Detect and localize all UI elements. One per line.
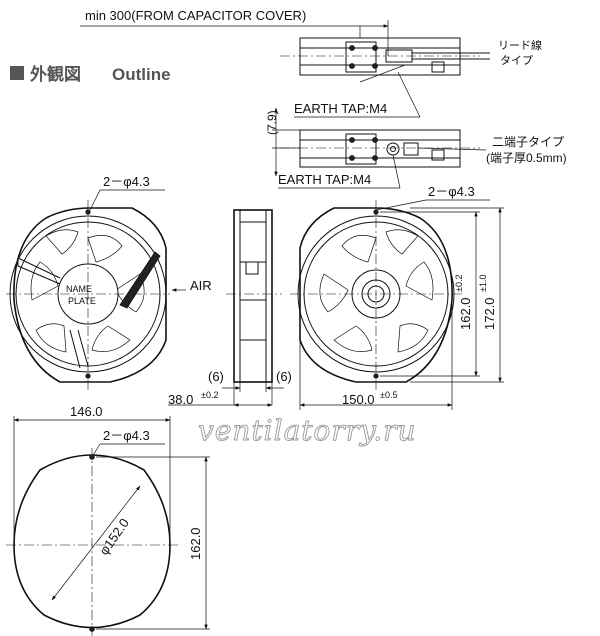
name-plate-1: NAME (66, 284, 92, 294)
cutout-view: 146.0 2－φ4.3 φ152.0 162.0 (6, 404, 210, 636)
gap-left-dim: (6) (208, 369, 224, 384)
front-view: 2－φ4.3 NAME PLATE AIR (6, 174, 212, 392)
lead-wire-label: リード線 (498, 38, 542, 52)
header-title-en: Outline (112, 65, 171, 84)
earth-tap-label-2: EARTH TAP:M4 (278, 172, 371, 187)
cutout-hole-label: 2－φ4.3 (103, 428, 150, 443)
outer-height-tol: ±1.0 (478, 275, 488, 292)
side-view: (6) (6) 38.0 ±0.2 (168, 209, 292, 407)
rear-view: 2－φ4.3 162.0 ±0.2 172.0 ±1.0 (290, 184, 504, 410)
lead-wire-label2: タイプ (500, 54, 533, 67)
cutout-diameter-dim: φ152.0 (96, 516, 132, 558)
offset-dim: (7.9) (265, 110, 279, 135)
top-view: min 300(FROM CAPACITOR COVER) リード線 タイプ (80, 8, 542, 83)
earth-tap-label-1: EARTH TAP:M4 (294, 101, 387, 116)
section-header: 外観図 Outline (10, 64, 171, 84)
cutout-height-dim: 162.0 (188, 527, 203, 560)
outer-height-dim: 172.0 (482, 297, 497, 330)
inner-height-dim: 162.0 (458, 297, 473, 330)
front-hole-label: 2－φ4.3 (103, 174, 150, 189)
watermark: ventilatorry.ru (198, 414, 417, 447)
terminal-label: 二端子タイプ (492, 135, 564, 149)
terminal-view: EARTH TAP:M4 (7.9) 二端子タイプ (端子厚0.5mm) EAR… (265, 71, 567, 189)
cable-length-dim: min 300(FROM CAPACITOR COVER) (85, 8, 306, 23)
header-square-icon (10, 66, 24, 80)
depth-tol: ±0.2 (201, 390, 218, 400)
airflow-label: AIR (190, 278, 212, 293)
width-tol: ±0.5 (380, 390, 397, 400)
name-plate-2: PLATE (68, 296, 96, 306)
terminal-label2: (端子厚0.5mm) (486, 151, 567, 165)
header-title-jp: 外観図 (30, 64, 81, 84)
cutout-width-dim: 146.0 (70, 404, 103, 419)
inner-height-tol: ±0.2 (454, 275, 464, 292)
width-dim: 150.0 (342, 392, 375, 407)
rear-hole-label: 2－φ4.3 (428, 184, 475, 199)
depth-dim: 38.0 (168, 392, 193, 407)
gap-right-dim: (6) (276, 369, 292, 384)
